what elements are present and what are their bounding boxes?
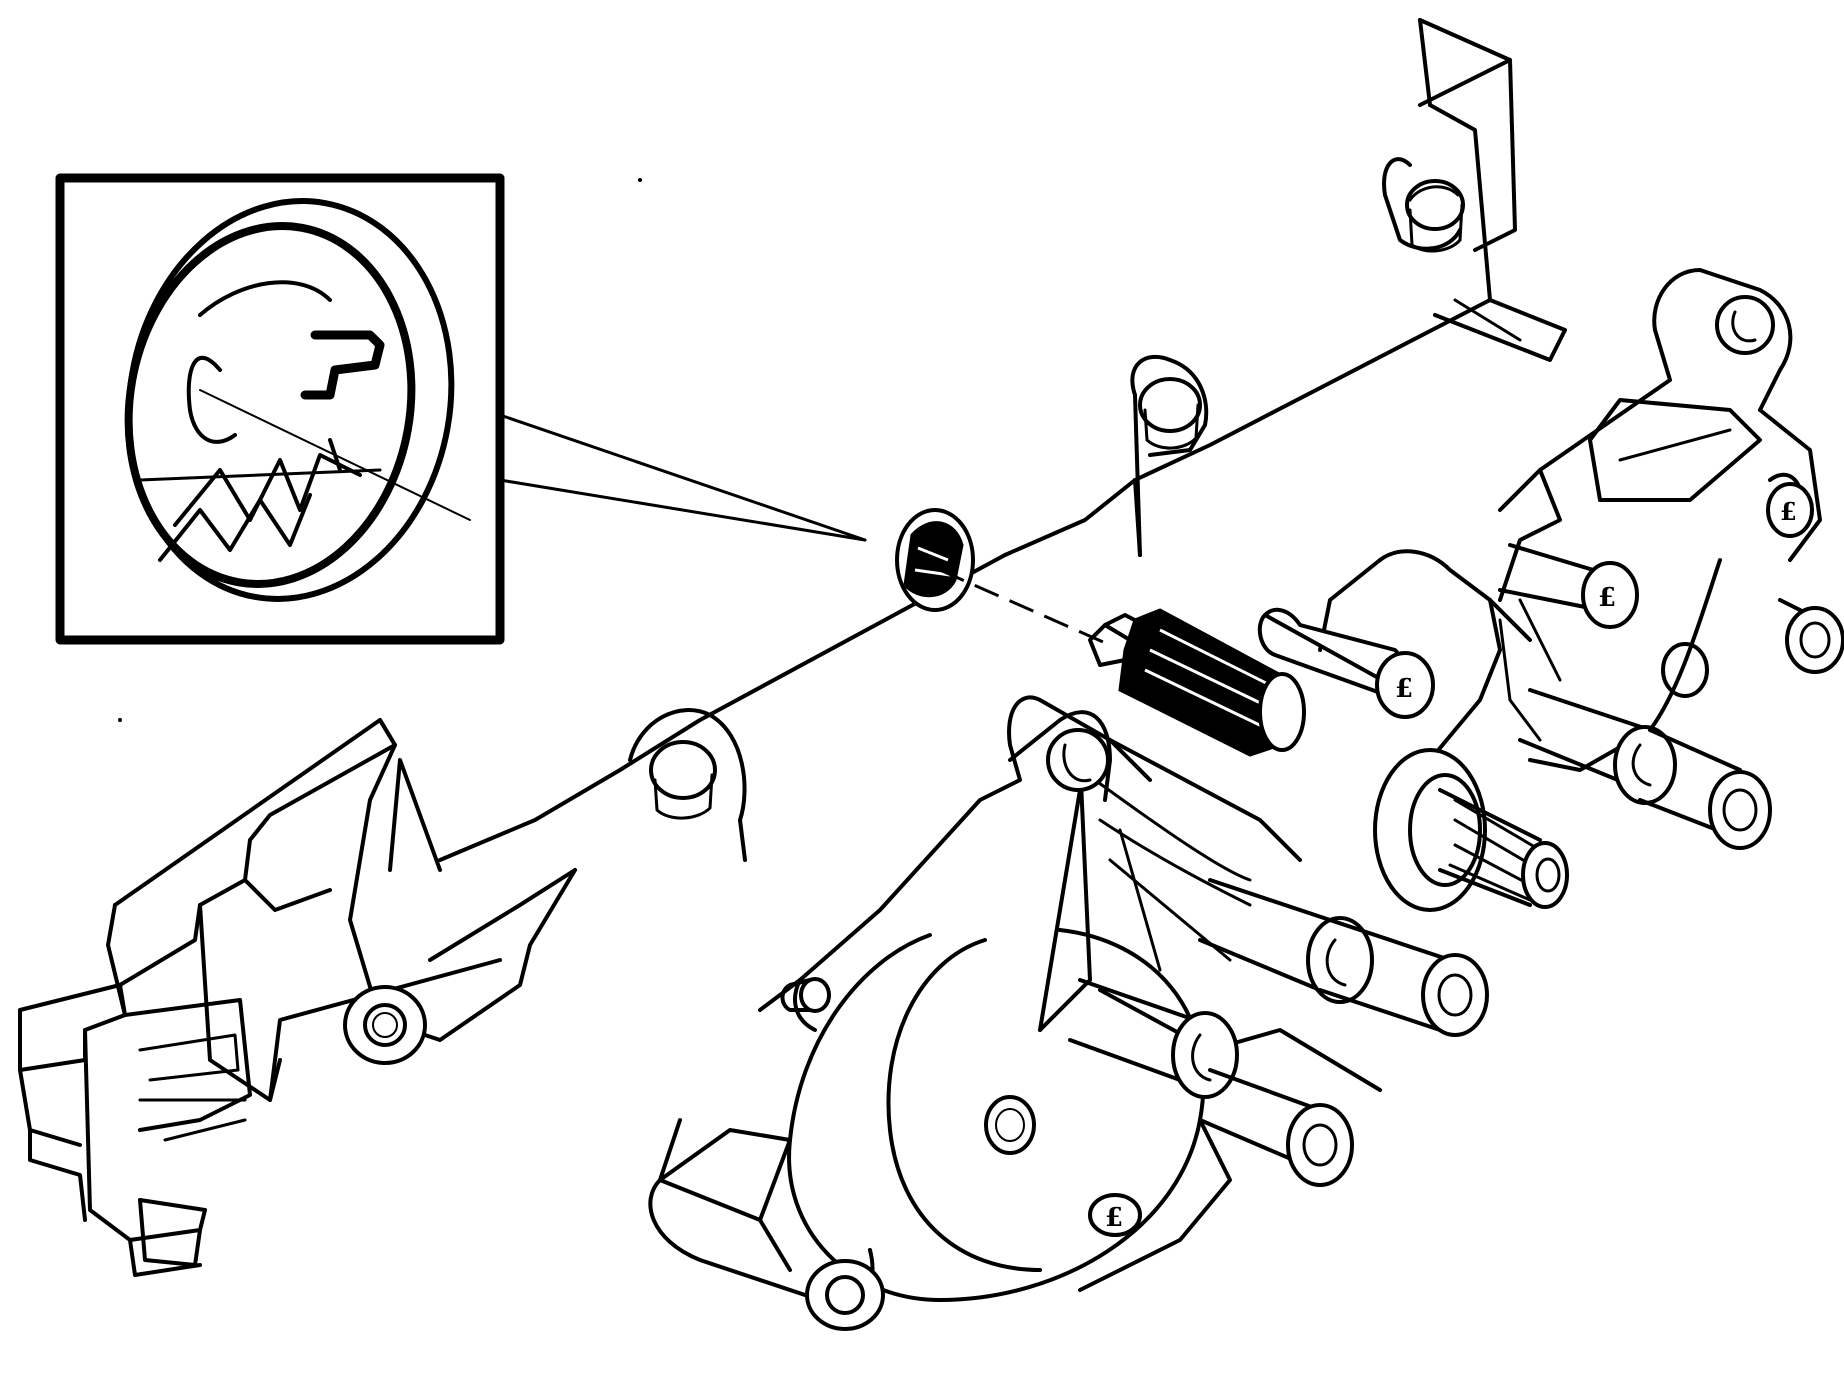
spacer-pin bbox=[1068, 978, 1354, 1187]
drive-pinion-gear bbox=[1088, 608, 1306, 757]
spacer-pin: £ bbox=[1766, 472, 1814, 538]
part-mark-label: £ bbox=[1598, 583, 1616, 613]
retaining-clip-washer bbox=[895, 508, 975, 612]
lower-bolt-boss bbox=[628, 708, 747, 862]
spacer-pin: £ bbox=[1498, 543, 1639, 629]
part-mark-label: £ bbox=[1105, 1203, 1123, 1233]
explode-axis-line bbox=[939, 568, 1111, 647]
upper-housing-rail bbox=[438, 18, 1567, 862]
spacer-pin bbox=[1518, 688, 1772, 850]
lower-pivot-arm bbox=[648, 1118, 885, 1331]
spacer-pin: £ bbox=[1257, 607, 1435, 719]
round-gear-cover: £ bbox=[787, 928, 1232, 1302]
spacer-pin bbox=[1778, 598, 1844, 674]
bolt-head-icon bbox=[649, 740, 717, 800]
left-connector-housing bbox=[18, 718, 502, 1277]
upper-pivot-arm bbox=[1008, 710, 1112, 1032]
mid-pivot-plate bbox=[1318, 549, 1562, 762]
left-mounting-ear bbox=[343, 718, 577, 1065]
upper-bolt-boss bbox=[1382, 157, 1465, 253]
detail-callout bbox=[55, 173, 867, 645]
part-mark-label: £ bbox=[1780, 497, 1797, 526]
output-spline-shaft bbox=[1373, 748, 1569, 912]
bolt-head-icon bbox=[1138, 377, 1202, 433]
spacer-pin bbox=[1198, 878, 1489, 1037]
spacer-pin bbox=[780, 977, 831, 1013]
part-mark-label: £ bbox=[1395, 674, 1413, 704]
middle-bolt-boss bbox=[1130, 354, 1209, 557]
upper-right-gearbox bbox=[1498, 268, 1822, 772]
